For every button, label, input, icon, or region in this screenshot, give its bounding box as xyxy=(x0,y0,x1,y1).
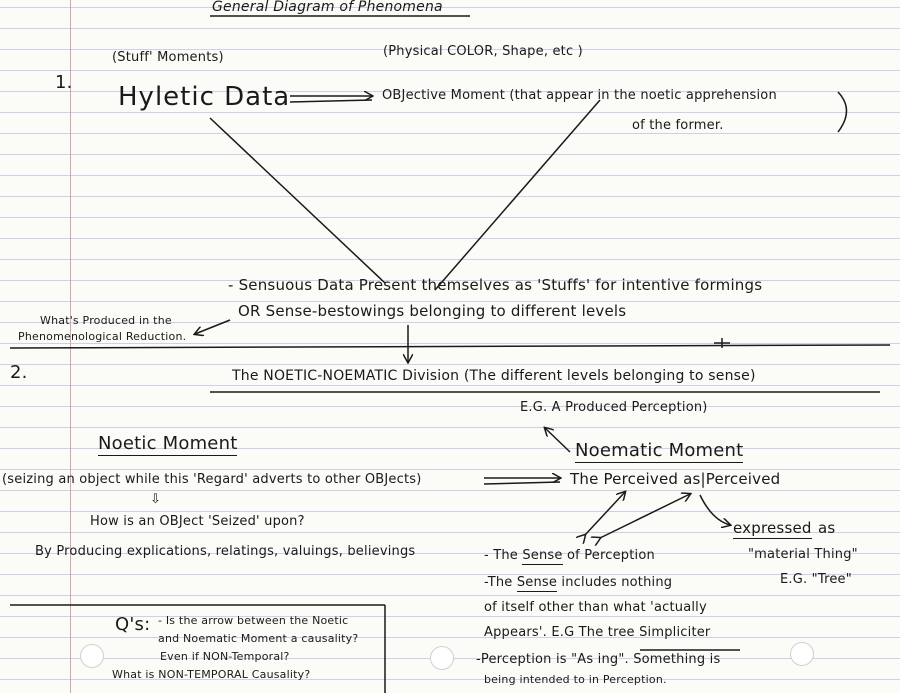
noematic-up-arrow xyxy=(545,428,571,453)
sense-line3: of itself other than what 'actually xyxy=(484,600,707,615)
objective-bracket xyxy=(837,91,848,133)
section-separator xyxy=(9,344,891,349)
perceived-as-perceived: The Perceived as|Perceived xyxy=(570,470,781,488)
material-thing: "material Thing" xyxy=(748,547,858,562)
eg-tree: E.G. "Tree" xyxy=(780,572,852,587)
question-line4: What is NON-TEMPORAL Causality? xyxy=(112,668,311,681)
expressed-as: as xyxy=(818,519,836,537)
noetic-to-noematic-arrow-double xyxy=(483,481,561,485)
sense-line6: being intended to in Perception. xyxy=(484,673,667,686)
sensuous-data-line2: OR Sense-bestowings belonging to differe… xyxy=(238,302,627,320)
punch-hole-right xyxy=(790,642,814,666)
margin-line xyxy=(70,0,71,693)
questions-label: Q's: xyxy=(115,614,151,635)
objective-moment-line2: of the former. xyxy=(632,118,724,133)
noetic-moment-title: Noetic Moment xyxy=(98,433,238,456)
noematic-moment-title: Noematic Moment xyxy=(575,440,744,463)
produced-arrow xyxy=(195,319,231,334)
sense-line5: -Perception is "As ing". Something is xyxy=(476,652,721,667)
noetic-noematic-heading: The NOETIC-NOEMATIC Division (The differ… xyxy=(232,368,756,384)
punch-hole-left xyxy=(80,644,104,668)
section-number-1: 1. xyxy=(55,72,73,93)
diagram-title: General Diagram of Phenomena xyxy=(212,0,443,15)
question-line2: and Noematic Moment a causality? xyxy=(158,632,359,645)
sense-line1: - The Sense of Perception xyxy=(484,548,655,565)
v-line-left xyxy=(209,117,386,284)
objective-moment-line1: OBJective Moment (that appear in the noe… xyxy=(382,88,777,103)
stuff-moments-label: (Stuff' Moments) xyxy=(112,50,224,65)
punch-hole-center xyxy=(430,646,454,670)
noetic-description: (seizing an object while this 'Regard' a… xyxy=(2,472,422,487)
expressed-arrow xyxy=(699,494,730,525)
question-line1: - Is the arrow between the Noetic xyxy=(158,614,349,627)
physical-label: (Physical COLOR, Shape, etc ) xyxy=(383,44,583,59)
by-producing: By Producing explications, relatings, va… xyxy=(35,544,416,559)
question-line3: Even if NON-Temporal? xyxy=(160,650,290,663)
produced-line2: Phenomenological Reduction. xyxy=(18,330,187,343)
expressed-label: expressed xyxy=(733,519,812,539)
how-seized: How is an OBJect 'Seized' upon? xyxy=(90,514,305,529)
eg-produced-perception: E.G. A Produced Perception) xyxy=(520,400,708,415)
section-number-2: 2. xyxy=(10,362,28,383)
sense-line2: -The Sense includes nothing xyxy=(484,575,673,592)
cross-arrow-right xyxy=(600,494,690,538)
hyletic-to-objective-arrow-double xyxy=(289,99,373,103)
v-line-right xyxy=(434,99,601,291)
hyletic-data: Hyletic Data xyxy=(118,82,291,112)
sensuous-data-line1: - Sensuous Data Present themselves as 'S… xyxy=(228,276,763,294)
sense-line4: Appears'. E.G The tree Simpliciter xyxy=(484,625,711,640)
produced-line1: What's Produced in the xyxy=(40,314,172,327)
down-arrow-glyph: ⇩ xyxy=(150,492,162,507)
